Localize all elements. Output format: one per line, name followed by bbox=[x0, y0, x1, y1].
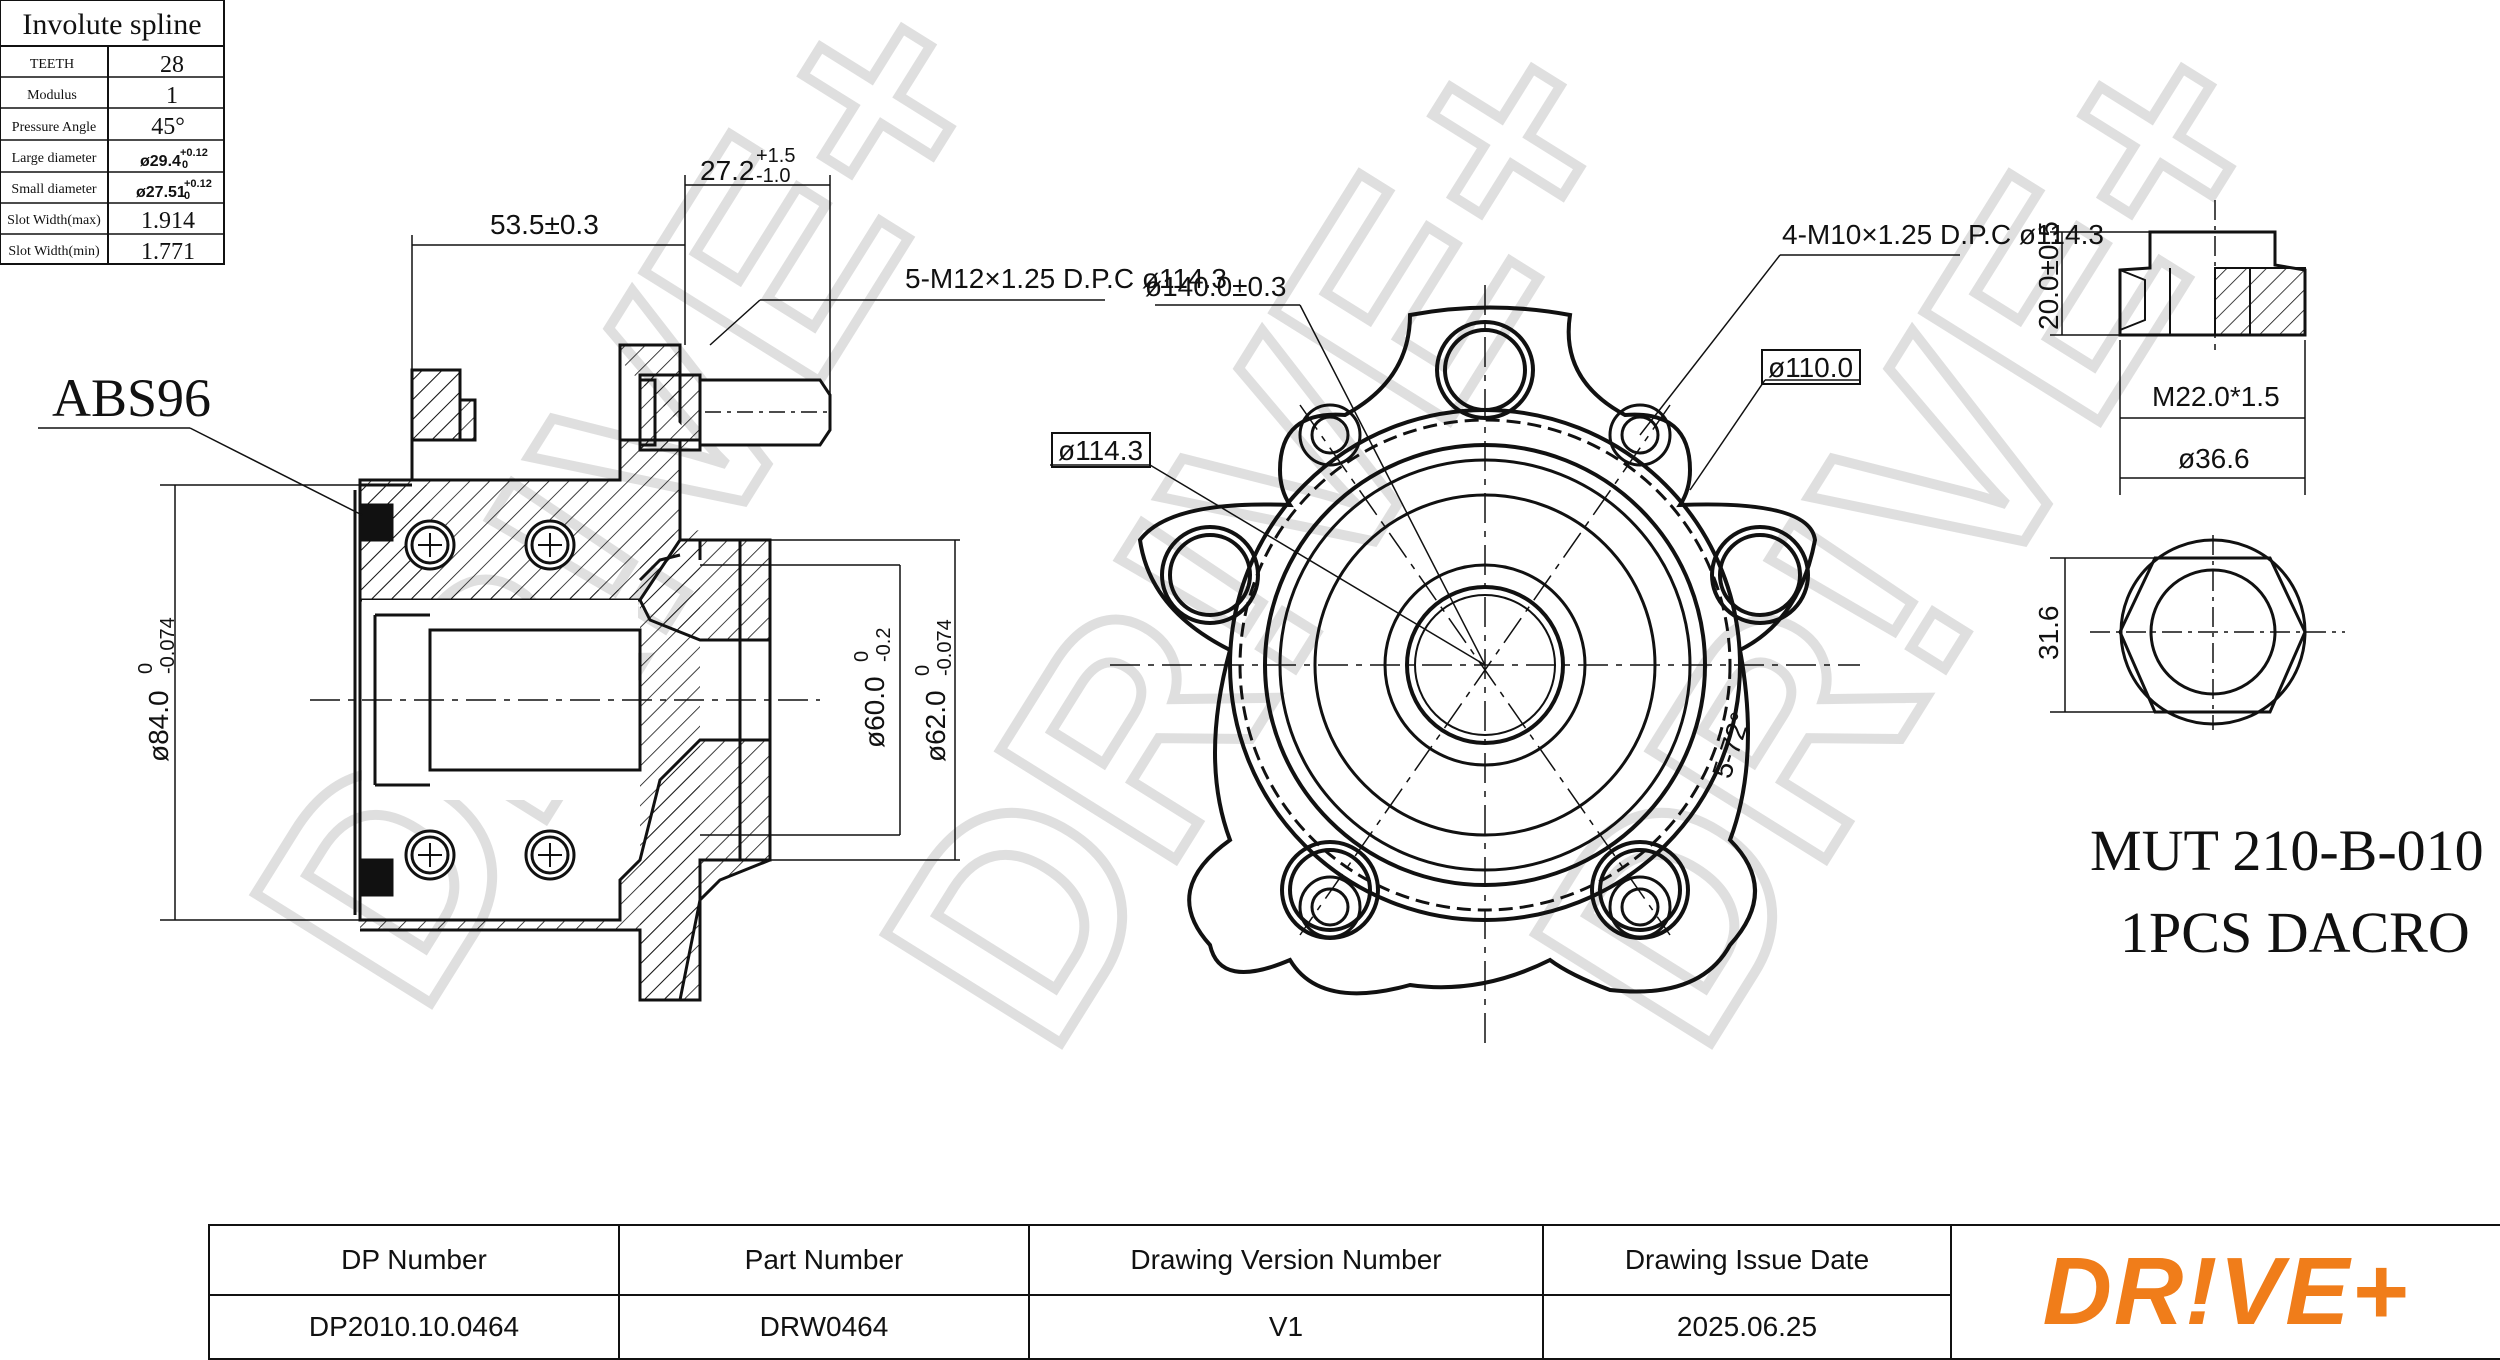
dim-stud: 27.2 bbox=[700, 155, 755, 186]
spline-table: Involute spline TEETH 28 Modulus 1 Press… bbox=[0, 0, 225, 265]
logo-cell: DR!VE+ bbox=[1950, 1224, 2500, 1360]
dia-outer-group: ø84.0 0 -0.074 bbox=[135, 617, 179, 762]
value-dp-number: DP2010.10.0464 bbox=[208, 1294, 620, 1360]
spline-row-label: Large diameter bbox=[12, 151, 97, 166]
spline-row-value: 28 bbox=[160, 52, 184, 78]
header-version: Drawing Version Number bbox=[1028, 1224, 1544, 1296]
header-issue-date: Drawing Issue Date bbox=[1542, 1224, 1952, 1296]
dia-114: ø114.3 bbox=[1058, 435, 1143, 466]
bolt-callout: 4-M10×1.25 D.P.C ø114.3 bbox=[1782, 219, 2104, 250]
spline-row-label: TEETH bbox=[30, 57, 74, 72]
spline-row-label: Small diameter bbox=[11, 182, 96, 197]
nut-part: MUT 210-B-010 bbox=[2090, 818, 2484, 883]
spline-row-label: Slot Width(max) bbox=[7, 213, 101, 228]
dia-bore-tol-lower: -0.074 bbox=[934, 619, 956, 676]
spline-row-value: 1.771 bbox=[141, 239, 195, 265]
header-dp-number: DP Number bbox=[208, 1224, 620, 1296]
dia-outer-tol-lower: -0.074 bbox=[157, 617, 179, 674]
dia-pilot: ø60.0 bbox=[859, 676, 890, 748]
value-version: V1 bbox=[1028, 1294, 1544, 1360]
side-section-view bbox=[38, 175, 1105, 1002]
title-block: DP Number Part Number Drawing Version Nu… bbox=[208, 1224, 2500, 1360]
dim-length: 53.5±0.3 bbox=[490, 209, 599, 240]
spline-table-title: Involute spline bbox=[22, 8, 201, 41]
dim-stud-tol-lower: -1.0 bbox=[756, 165, 790, 187]
spline-row-tol-lower: 0 bbox=[184, 190, 190, 202]
spline-row-label: Modulus bbox=[27, 88, 77, 103]
nut-dia: ø36.6 bbox=[2178, 443, 2250, 474]
spline-row-value: ø27.51 bbox=[136, 184, 186, 201]
front-view bbox=[1050, 254, 1960, 1045]
dia-pilot-group: ø60.0 0 -0.2 bbox=[851, 628, 895, 748]
dia-bore-group: ø62.0 0 -0.074 bbox=[912, 619, 956, 762]
dia-flange: ø140.0±0.3 bbox=[1145, 271, 1286, 302]
value-issue-date: 2025.06.25 bbox=[1542, 1294, 1952, 1360]
dia-pilot-tol-upper: 0 bbox=[851, 651, 873, 662]
nut-thread: M22.0*1.5 bbox=[2152, 381, 2280, 412]
nut-height: 20.0±0.5 bbox=[2033, 221, 2064, 330]
title-block-table: DP Number Part Number Drawing Version Nu… bbox=[208, 1224, 2500, 1360]
nut-view bbox=[2050, 200, 2345, 730]
header-part-number: Part Number bbox=[618, 1224, 1030, 1296]
drive-logo: DR!VE+ bbox=[2042, 1238, 2410, 1345]
dia-bore: ø62.0 bbox=[920, 690, 951, 762]
spline-row-value: ø29.4 bbox=[140, 153, 181, 170]
value-part-number: DRW0464 bbox=[618, 1294, 1030, 1360]
spline-row-label: Pressure Angle bbox=[12, 120, 96, 135]
abs-label: ABS96 bbox=[52, 368, 211, 428]
dim-stud-tol-upper: +1.5 bbox=[756, 145, 795, 167]
dia-outer-tol-upper: 0 bbox=[135, 663, 157, 674]
nut-note: 1PCS DACRO bbox=[2120, 900, 2470, 965]
nut-across-flats: 31.6 bbox=[2033, 606, 2064, 661]
dia-bore-tol-upper: 0 bbox=[912, 665, 934, 676]
dia-pilot-tol-lower: -0.2 bbox=[873, 628, 895, 662]
spline-row-tol-upper: +0.12 bbox=[184, 178, 212, 190]
dia-outer: ø84.0 bbox=[143, 690, 174, 762]
spline-row-value: 1 bbox=[166, 83, 178, 109]
spline-row-tol-lower: 0 bbox=[182, 159, 188, 171]
spline-row-label: Slot Width(min) bbox=[8, 244, 100, 259]
spline-row-value: 45° bbox=[151, 114, 185, 140]
spline-row-value: 1.914 bbox=[141, 208, 195, 234]
spline-row-tol-upper: +0.12 bbox=[180, 147, 208, 159]
stud-callout: 5-M12×1.25 D.P.C ø114.3 bbox=[905, 263, 1227, 294]
dia-110: ø110.0 bbox=[1768, 352, 1853, 383]
